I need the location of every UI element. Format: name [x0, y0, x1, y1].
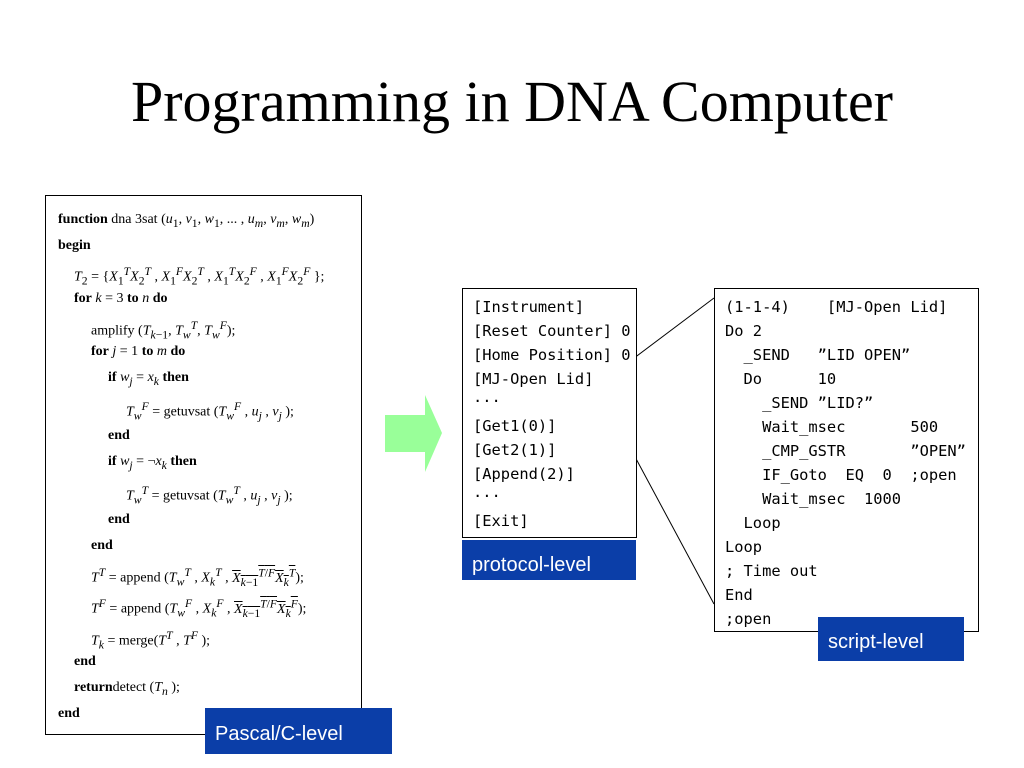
code-line-end-4: end [74, 654, 96, 669]
code-line-if-1: if wj = xk then [108, 370, 189, 388]
code-line-if-2: if wj = ¬xk then [108, 454, 197, 472]
protocol-line: [Get2(1)] [473, 441, 557, 459]
code-line-getuvsat-t: TwT = getuvsat (TwT , uj , vj ); [126, 484, 293, 507]
code-line-end-1: end [108, 428, 130, 443]
protocol-line: [Append(2)] [473, 465, 575, 483]
protocol-line: [MJ-Open Lid] [473, 370, 594, 388]
script-line: _SEND ”LID?” [725, 394, 874, 412]
code-line-for-j: for j = 1 to m do [91, 344, 186, 359]
code-line-return: returndetect (Tn ); [74, 680, 180, 698]
slide-title: Programming in DNA Computer [130, 69, 893, 134]
script-line: Wait_msec 1000 [725, 490, 902, 508]
script-line: End [725, 586, 753, 604]
script-line: _SEND ”LID OPEN” [725, 346, 911, 364]
code-line-begin: begin [58, 238, 91, 253]
protocol-line: [Home Position] 0 [473, 346, 631, 364]
script-line: ; Time out [725, 562, 818, 580]
code-line-append-t: TT = append (TwT , XkT , Xk−1T/FXkT); [91, 566, 304, 589]
script-line: Do 10 [725, 370, 837, 388]
protocol-line: ··· [473, 392, 501, 410]
protocol-line: [Exit] [473, 512, 529, 530]
code-line-t2: T2 = {X1TX2T , X1FX2T , X1TX2F , X1FX2F … [74, 265, 325, 288]
protocol-line: [Get1(0)] [473, 417, 557, 435]
code-line-merge: Tk = merge(TT , TF ); [91, 629, 211, 652]
protocol-level-label: protocol-level [462, 540, 636, 580]
protocol-line: ··· [473, 487, 501, 505]
right-arrow-icon [385, 395, 442, 472]
code-line-append-f: TF = append (TwF , XkF , Xk−1T/FXkF); [91, 597, 307, 620]
script-line: _CMP_GSTR ”OPEN” [725, 442, 966, 460]
code-line-end-3: end [91, 538, 113, 553]
pascal-code-box: function dna 3sat (u1, v1, w1, ... , um,… [45, 195, 362, 735]
code-line-for-k: for k = 3 to n do [74, 291, 168, 306]
script-line: (1-1-4) [MJ-Open Lid] [725, 298, 948, 316]
protocol-line: [Reset Counter] 0 [473, 322, 631, 340]
script-line: Loop [725, 538, 763, 556]
script-line: IF_Goto EQ 0 ;open [725, 466, 957, 484]
script-code-box: (1-1-4) [MJ-Open Lid] Do 2 _SEND ”LID OP… [714, 288, 979, 632]
script-line: Loop [725, 514, 781, 532]
protocol-code-box: [Instrument] [Reset Counter] 0 [Home Pos… [462, 288, 637, 538]
code-line-end-final: end [58, 706, 80, 721]
pascal-level-label: Pascal/C-level [205, 708, 392, 754]
script-line: Do 2 [725, 322, 763, 340]
code-line-getuvsat-f: TwF = getuvsat (TwF , uj , vj ); [126, 400, 294, 423]
protocol-line: [Instrument] [473, 298, 585, 316]
script-line: Wait_msec 500 [725, 418, 939, 436]
code-line-end-2: end [108, 512, 130, 527]
script-level-label: script-level [818, 617, 964, 661]
code-line-function: function dna 3sat (u1, v1, w1, ... , um,… [58, 212, 315, 230]
script-line: ;open [725, 610, 772, 628]
code-line-amplify: amplify (Tk−1, TwT, TwF); [91, 319, 236, 342]
